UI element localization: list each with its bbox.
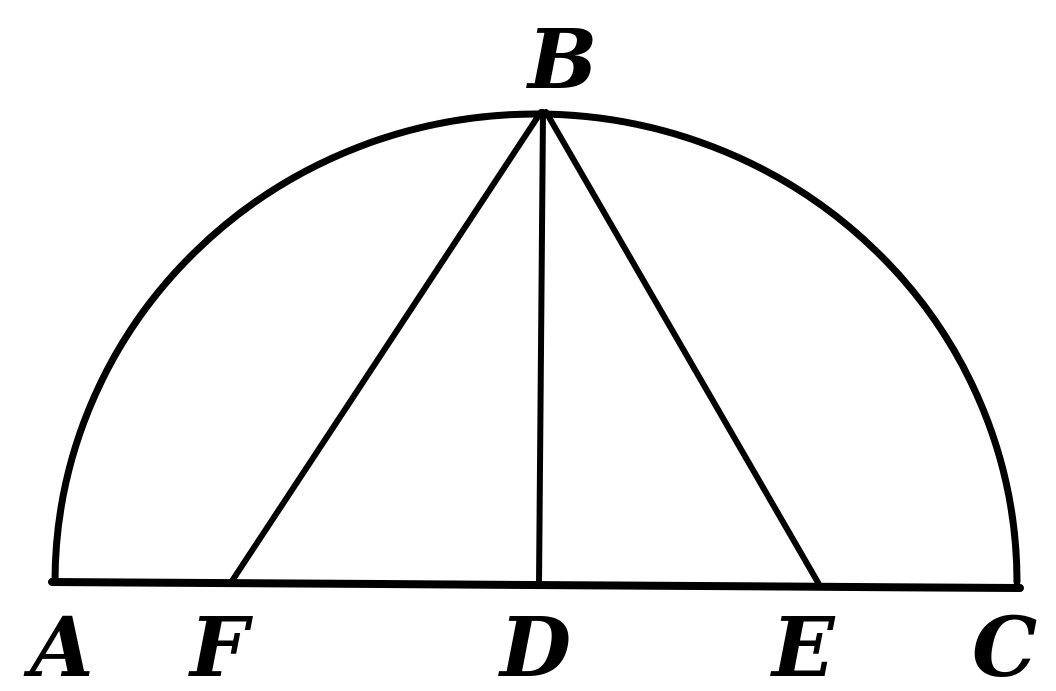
semicircle-arc (51, 110, 1021, 586)
segment-be (543, 109, 823, 589)
segment-bd (536, 109, 546, 588)
label-b: B (526, 12, 597, 108)
label-e: E (770, 600, 836, 691)
label-c: C (972, 600, 1037, 691)
segment-bf (227, 109, 544, 587)
label-f: F (188, 600, 253, 691)
label-a: A (23, 600, 94, 691)
label-d: D (498, 600, 571, 691)
